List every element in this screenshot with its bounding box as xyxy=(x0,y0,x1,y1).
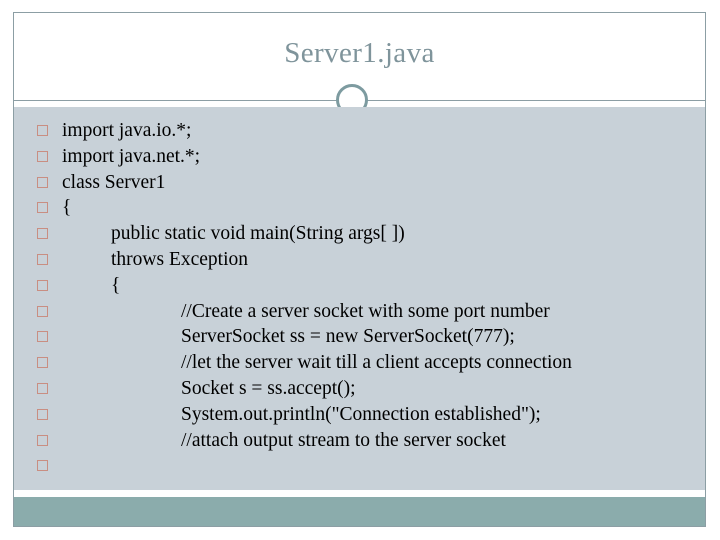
code-line-text: //let the server wait till a client acce… xyxy=(181,352,572,374)
code-line: class Server1 xyxy=(14,170,705,196)
code-line-text: class Server1 xyxy=(62,171,166,193)
square-bullet-icon xyxy=(37,434,48,446)
code-line: public static void main(String args[ ]) xyxy=(14,221,705,247)
code-line: { xyxy=(14,195,705,221)
square-bullet-icon xyxy=(37,228,48,240)
footer-bar xyxy=(14,497,705,527)
code-line-text: throws Exception xyxy=(111,248,249,270)
code-line: { xyxy=(14,273,705,299)
code-line xyxy=(14,453,705,479)
square-bullet-icon xyxy=(37,253,48,265)
code-line: import java.net.*; xyxy=(14,144,705,170)
square-bullet-icon xyxy=(37,357,48,369)
code-line: //let the server wait till a client acce… xyxy=(14,350,705,376)
code-line: System.out.println("Connection establish… xyxy=(14,402,705,428)
code-line-text: //attach output stream to the server soc… xyxy=(181,429,506,451)
square-bullet-icon xyxy=(37,331,48,343)
square-bullet-icon xyxy=(37,176,48,188)
slide-content-area: import java.io.*; import java.net.*; class… xyxy=(14,107,705,490)
code-line-text: Socket s = ss.accept(); xyxy=(181,377,356,399)
code-line-text: public static void main(String args[ ]) xyxy=(111,223,405,245)
square-bullet-icon xyxy=(37,382,48,394)
code-line-text: ServerSocket ss = new ServerSocket(777); xyxy=(181,326,515,348)
code-line-text: System.out.println("Connection establish… xyxy=(181,403,541,425)
code-line-text: //Create a server socket with some port … xyxy=(181,300,550,322)
square-bullet-icon xyxy=(37,408,48,420)
code-line: throws Exception xyxy=(14,247,705,273)
square-bullet-icon xyxy=(37,305,48,317)
square-bullet-icon xyxy=(37,202,48,214)
code-line-text: { xyxy=(62,197,72,219)
code-line: //Create a server socket with some port … xyxy=(14,299,705,325)
square-bullet-icon xyxy=(37,279,48,291)
code-line-text: import java.net.*; xyxy=(62,145,201,167)
code-bullet-list: import java.io.*; import java.net.*; class… xyxy=(14,107,705,479)
page-title: Server1.java xyxy=(284,37,435,69)
code-line: import java.io.*; xyxy=(14,118,705,144)
code-line: Socket s = ss.accept(); xyxy=(14,376,705,402)
code-line-text: import java.io.*; xyxy=(62,120,192,141)
square-bullet-icon xyxy=(37,460,48,472)
square-bullet-icon xyxy=(37,150,48,162)
square-bullet-icon xyxy=(37,125,48,136)
code-line-text: { xyxy=(111,274,121,296)
code-line: ServerSocket ss = new ServerSocket(777); xyxy=(14,324,705,350)
code-line: //attach output stream to the server soc… xyxy=(14,428,705,454)
